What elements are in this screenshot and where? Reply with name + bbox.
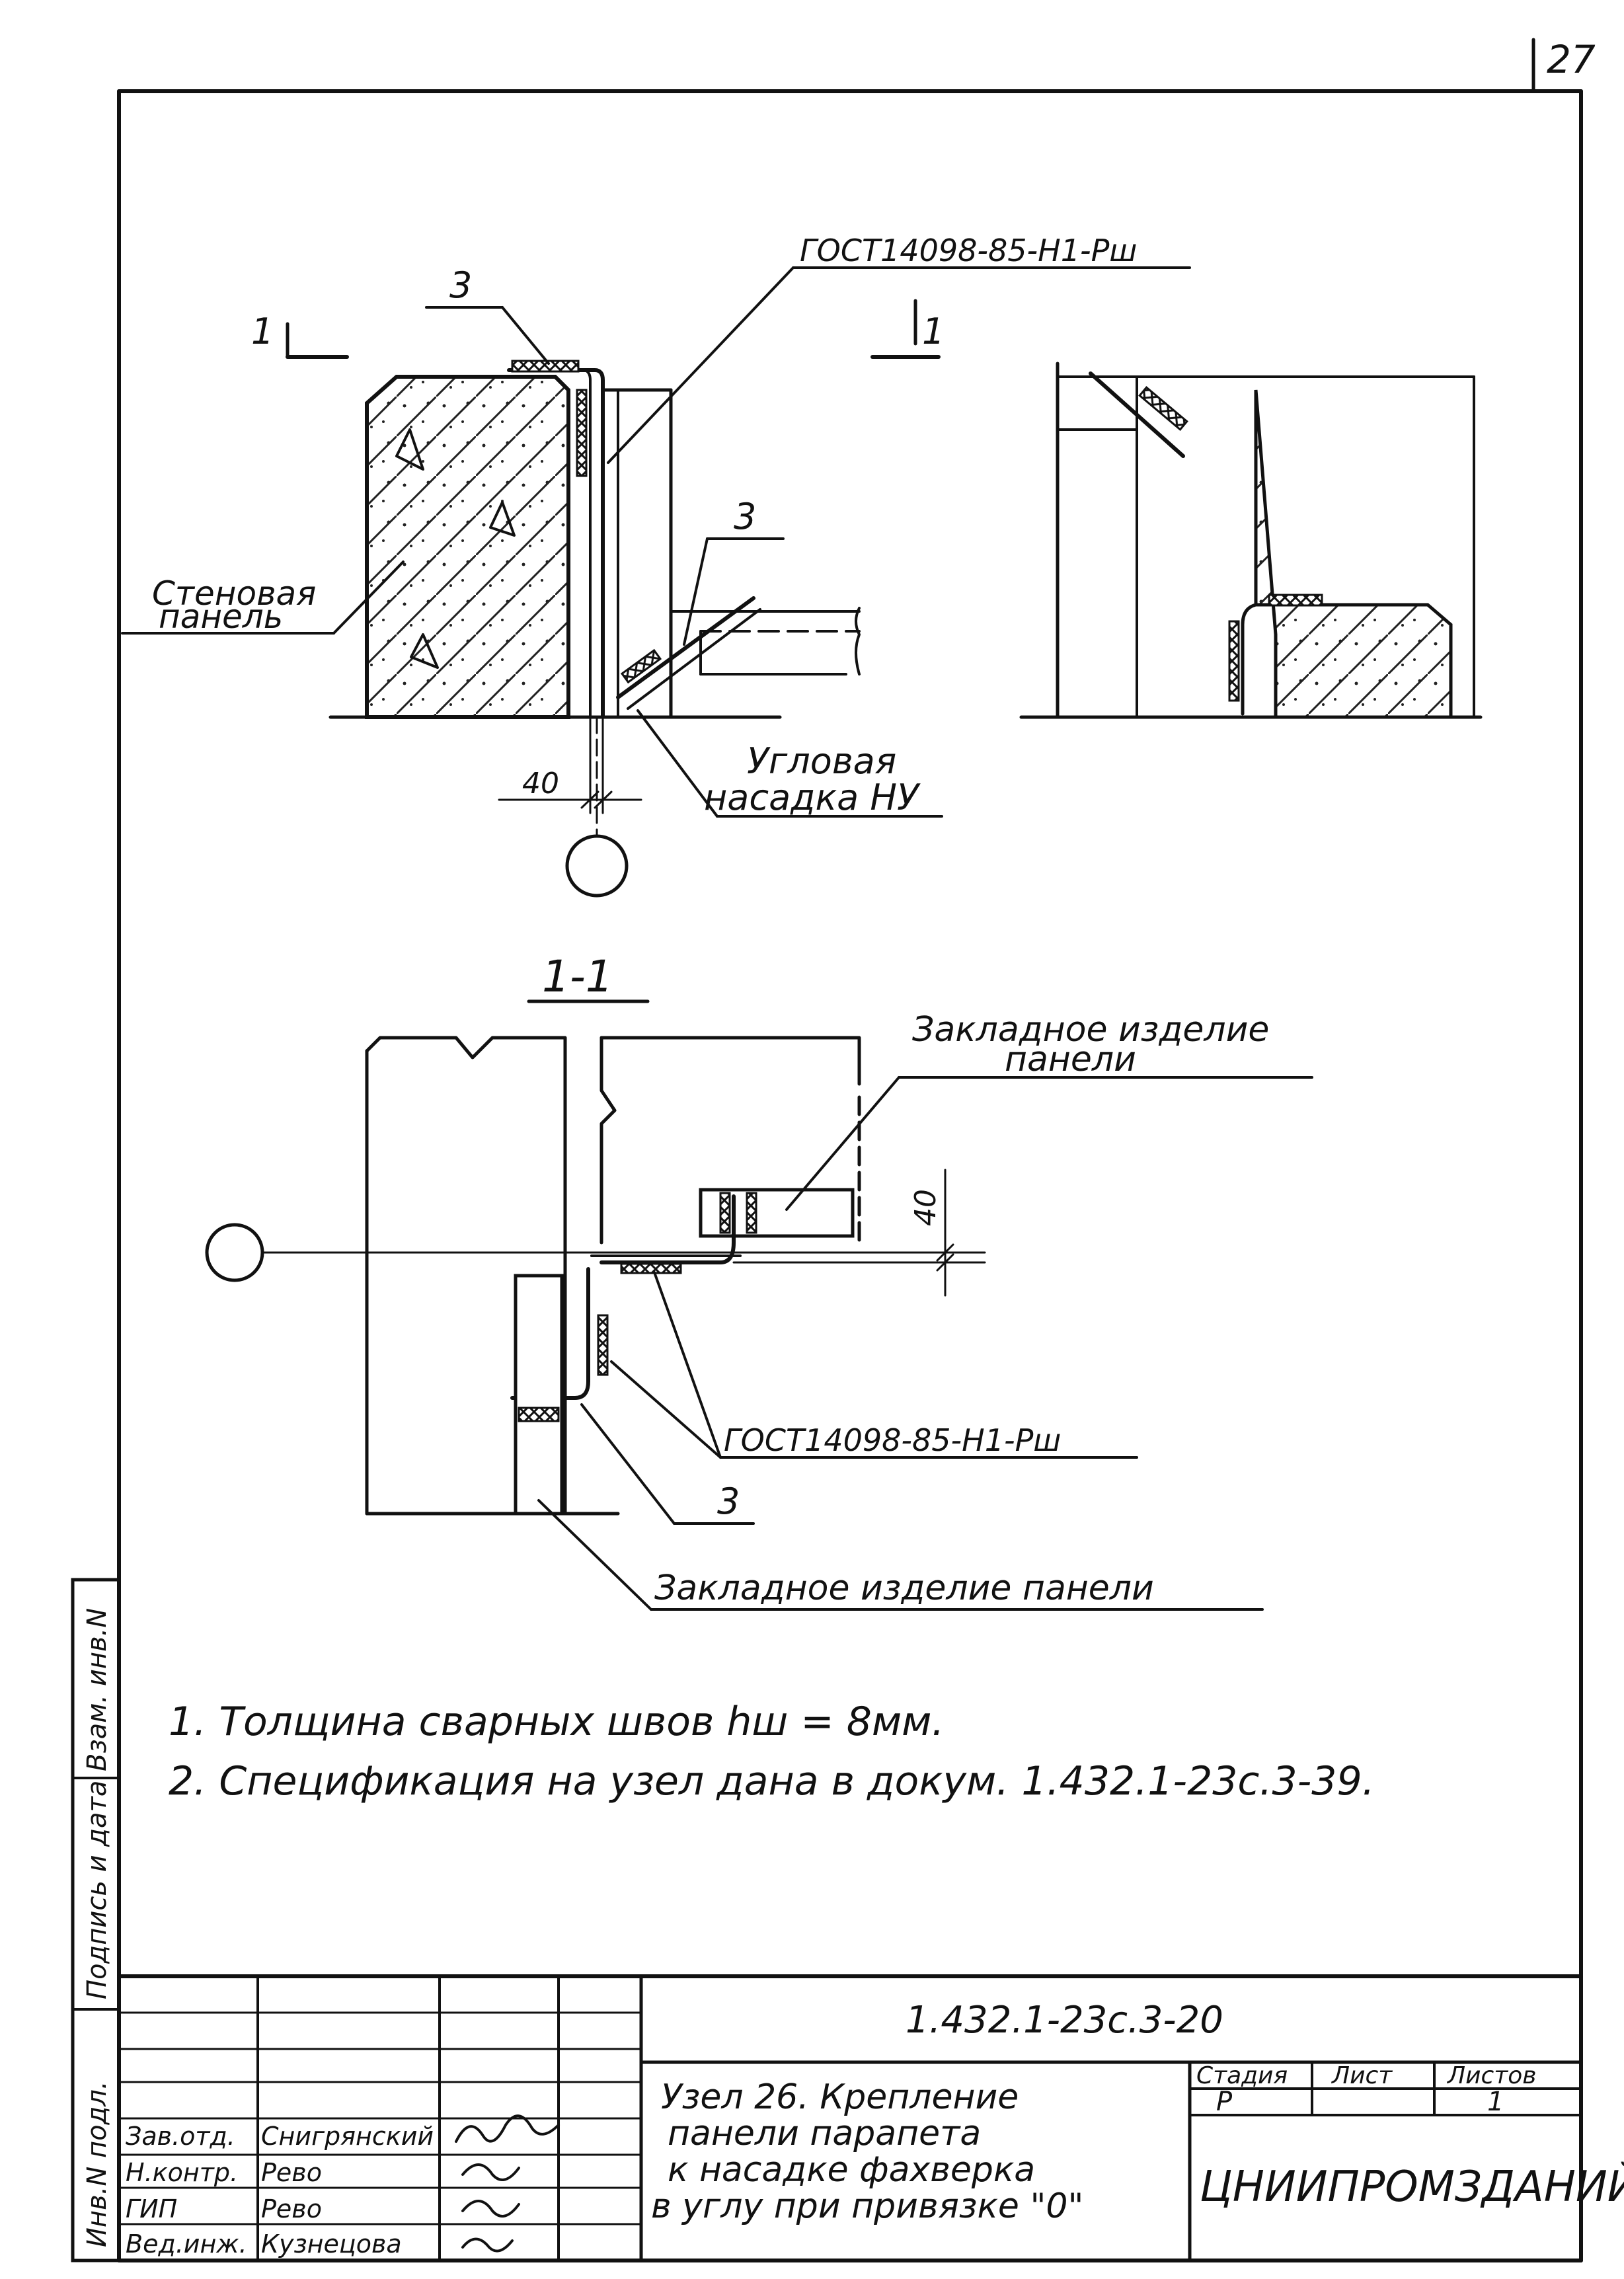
title-line-3: к насадке фахверка (668, 2150, 1035, 2190)
organization: ЦНИИПРОМЗДАНИЙ (1200, 2161, 1624, 2212)
svg-text:40: 40 (909, 1189, 943, 1226)
section-marker-left: 1 (251, 311, 349, 359)
embed-top-leader: Закладное изделие панели (785, 1010, 1313, 1211)
dimension-40-top: 40 (498, 716, 642, 814)
gost-leader-section: ГОСТ14098-85-Н1-Рш (610, 1271, 1138, 1459)
sheet-number: 27 (1547, 37, 1596, 82)
embed-bottom-leader: Закладное изделие панели (537, 1499, 1264, 1611)
svg-text:Закладное изделие: Закладное изделие (912, 1010, 1269, 1050)
section-marker-right: 1 (870, 299, 945, 359)
svg-text:Угловая: Угловая (747, 740, 896, 782)
right-detail (1056, 362, 1475, 719)
svg-text:3: 3 (717, 1481, 740, 1522)
svg-text:Стеновая: Стеновая (152, 574, 316, 613)
dimension-40-section: 40 (909, 1169, 954, 1297)
title-line-4: в углу при привязке "0" (651, 2186, 1083, 2226)
side-stamp-replace: Взам. инв.N (82, 1608, 112, 1771)
top-elevation-view: 1 1 ГОСТ14098-85-Н1-Рш 3 3 Сте (121, 233, 1483, 898)
axis-bubble-section (205, 1223, 264, 1282)
svg-text:3: 3 (449, 264, 472, 306)
sheet-header: Лист (1331, 2062, 1393, 2089)
wall-panel-leader: Стеновая панель (121, 560, 405, 636)
pos-3-top-leader: 3 (425, 264, 550, 365)
sheets-value: 1 (1487, 2087, 1504, 2117)
angle-nozzle-leader: Угловая насадка НУ (637, 709, 943, 818)
stage-header: Стадия (1196, 2062, 1288, 2089)
sheets-header: Листов (1446, 2062, 1536, 2089)
doc-code: 1.432.1-23с.3-20 (906, 1999, 1223, 2042)
note-2: 2. Спецификация на узел дана в докум. 1.… (169, 1758, 1375, 1804)
angle-plate (507, 360, 605, 719)
sheet-frame (117, 38, 1583, 2262)
svg-text:3: 3 (734, 496, 756, 537)
row-name-2: Рево (261, 2158, 322, 2187)
svg-text:панель: панель (159, 598, 283, 636)
row-role-3: ГИП (126, 2194, 177, 2223)
side-stamp-signature: Подпись и дата (82, 1781, 112, 1999)
side-stamp: Инв.N подл. Подпись и дата Взам. инв.N (71, 1578, 121, 2262)
svg-text:ГОСТ14098-85-Н1-Рш: ГОСТ14098-85-Н1-Рш (800, 233, 1137, 268)
pos-3-section-leader: 3 (580, 1403, 755, 1525)
gost-leader-top: ГОСТ14098-85-Н1-Рш (607, 233, 1191, 464)
stage-value: Р (1216, 2087, 1233, 2117)
row-name-1: Снигрянский (261, 2122, 434, 2151)
title-line-2: панели парапета (668, 2114, 981, 2153)
row-name-4: Кузнецова (261, 2229, 402, 2259)
svg-text:насадка НУ: насадка НУ (704, 777, 921, 818)
row-role-2: Н.контр. (126, 2158, 238, 2187)
row-role-4: Вед.инж. (126, 2229, 247, 2259)
angle-nozzle (616, 596, 761, 710)
svg-text:40: 40 (522, 767, 559, 800)
axis-bubble-top (565, 834, 629, 898)
section-title: 1-1 (542, 951, 613, 1002)
svg-text:1: 1 (251, 311, 274, 352)
wall-panel (365, 375, 570, 719)
note-1: 1. Толщина сварных швов hш = 8мм. (169, 1699, 945, 1745)
svg-text:Закладное изделие панели: Закладное изделие панели (654, 1568, 1154, 1608)
side-stamp-inv: Инв.N подл. (82, 2081, 112, 2247)
title-line-1: Узел 26. Крепление (661, 2077, 1019, 2117)
svg-text:панели: панели (1005, 1040, 1136, 1079)
svg-text:ГОСТ14098-85-Н1-Рш: ГОСТ14098-85-Н1-Рш (724, 1422, 1061, 1458)
row-role-1: Зав.отд. (126, 2122, 235, 2151)
title-block: 1.432.1-23с.3-20 Узел 26. Крепление пане… (117, 1974, 1624, 2262)
section-1-1-view: 1-1 40 (205, 951, 1313, 1611)
pos-3-mid-leader: 3 (683, 496, 785, 646)
row-name-3: Рево (261, 2194, 322, 2223)
signatures (455, 2114, 560, 2253)
svg-text:1: 1 (922, 311, 945, 352)
